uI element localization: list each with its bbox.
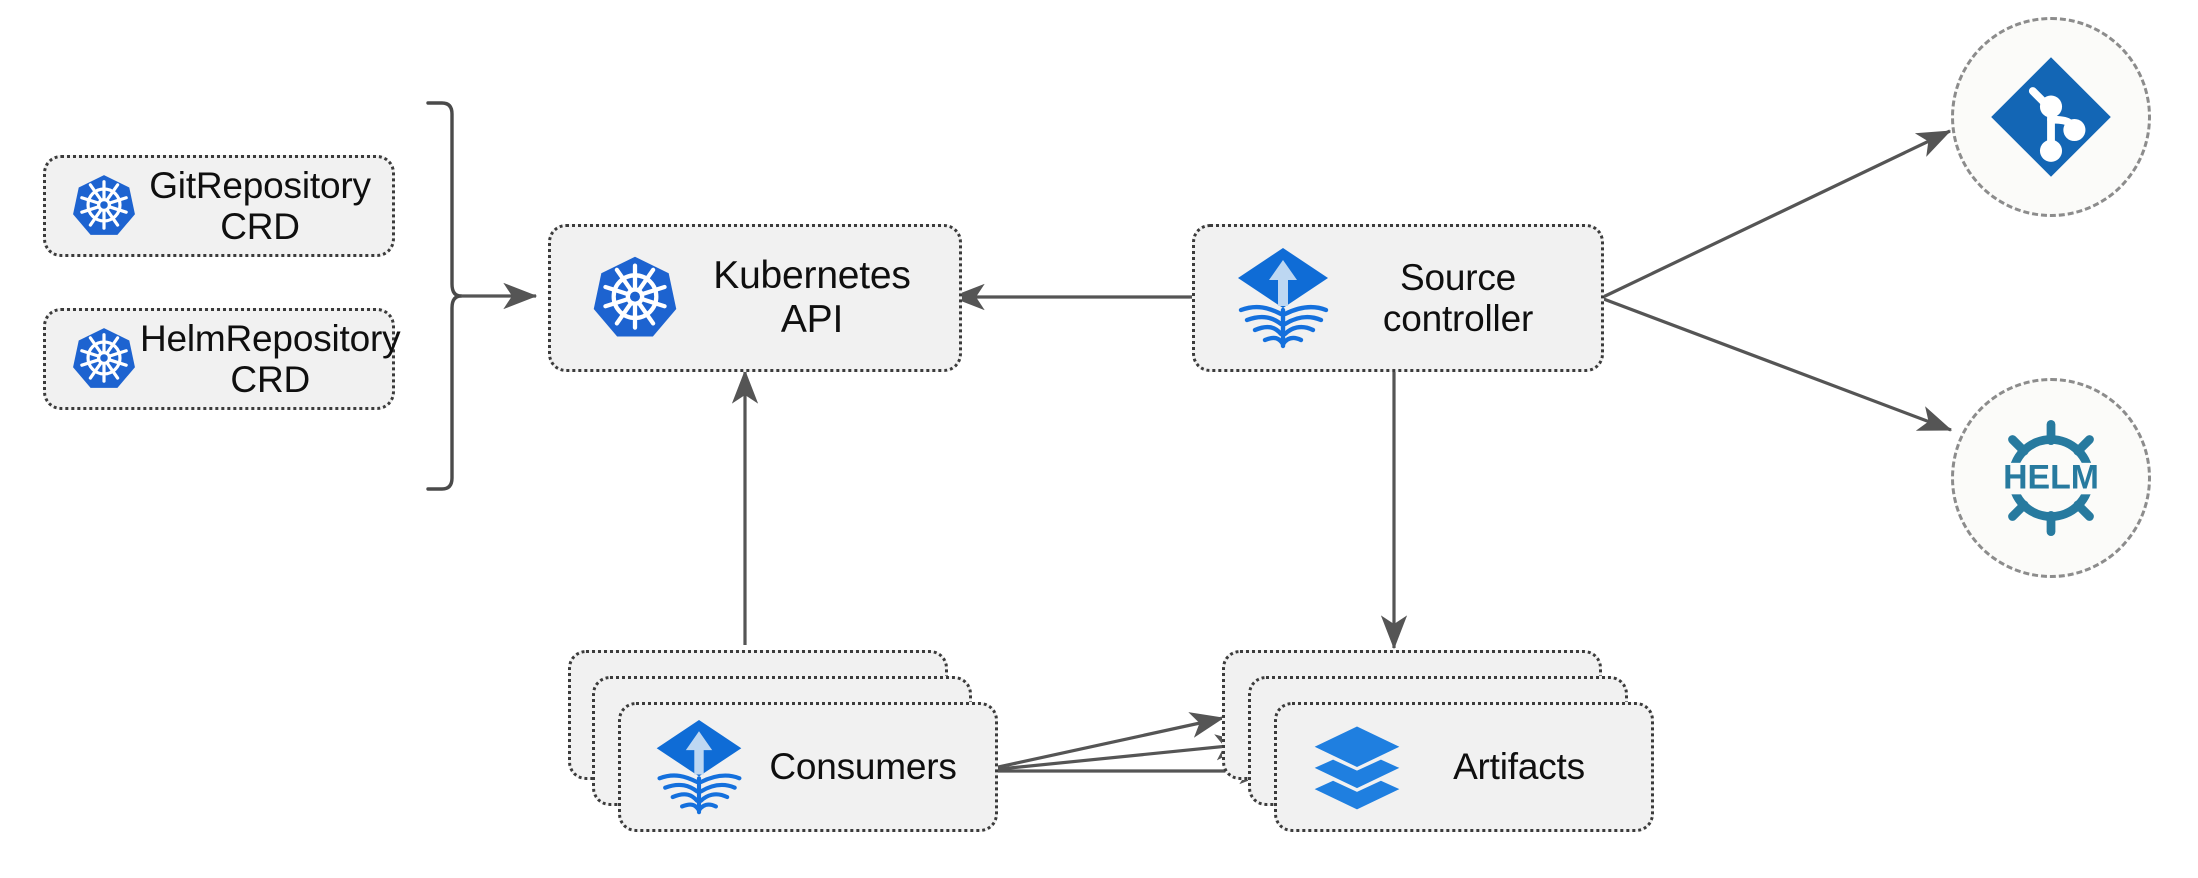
kubernetes-icon (68, 323, 140, 395)
edge-consumers-to-artifacts-1 (979, 712, 1225, 773)
edge-source-controller-to-git-provider (1600, 129, 1952, 300)
node-label: Consumers (769, 746, 957, 788)
edge-consumers-to-artifacts-2 (979, 734, 1250, 773)
node-source-controller[interactable]: Source controller (1192, 224, 1604, 372)
flux-icon (1231, 246, 1335, 350)
layers-icon (1309, 719, 1405, 815)
node-artifacts[interactable]: Artifacts (1274, 702, 1654, 832)
kubernetes-icon (589, 252, 681, 344)
kubernetes-icon (68, 170, 140, 242)
node-helm-repository-crd[interactable]: HelmRepository CRD (43, 308, 401, 410)
node-git-repository-crd[interactable]: GitRepository CRD (43, 155, 395, 257)
node-helm-provider[interactable]: HELM (1951, 378, 2151, 578)
git-icon (1991, 57, 2111, 177)
node-label: Artifacts (1453, 746, 1585, 788)
node-consumers[interactable]: Consumers (618, 702, 998, 832)
node-kubernetes-api[interactable]: Kubernetes API (548, 224, 962, 372)
helm-wordmark: HELM (2003, 459, 2099, 497)
node-git-provider[interactable] (1951, 17, 2151, 217)
node-label: Kubernetes API (713, 254, 911, 341)
node-label: Source controller (1382, 256, 1534, 339)
node-label: GitRepository CRD (149, 164, 371, 247)
crd-bracket (426, 101, 463, 491)
edge-source-controller-to-helm-provider (1600, 296, 1953, 432)
node-label: HelmRepository CRD (140, 317, 401, 400)
flux-icon (651, 719, 747, 815)
helm-icon: HELM (2003, 419, 2099, 537)
